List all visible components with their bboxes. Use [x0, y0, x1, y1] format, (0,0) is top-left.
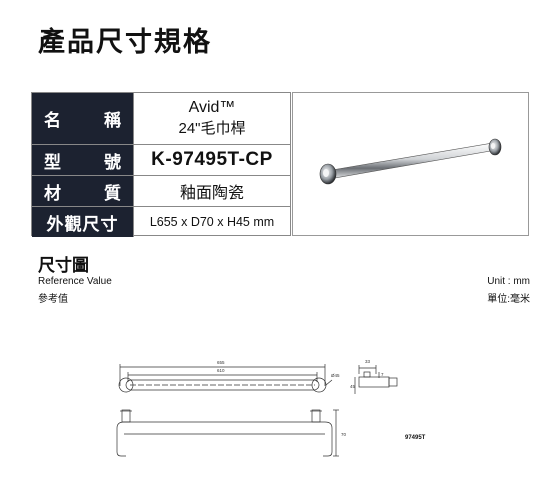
spec-value-name: Avid™ 24"毛巾桿	[134, 93, 290, 144]
spec-label-material: 材 質	[32, 176, 134, 206]
dim-depth-a: 33	[365, 359, 371, 364]
product-series: Avid™	[188, 99, 236, 116]
spec-label-model: 型 號	[32, 145, 134, 175]
spec-value-model: K-97495T-CP	[134, 145, 290, 175]
dimension-section-title: 尺寸圖	[38, 256, 89, 275]
spec-row-model: 型 號 K-97495T-CP	[32, 145, 290, 176]
spec-value-material: 釉面陶瓷	[134, 176, 290, 206]
page-title: 產品尺寸規格	[38, 27, 212, 57]
dim-height: 45	[350, 384, 356, 389]
technical-drawing: 655 610 Ø45 33 7 45 70	[116, 359, 398, 457]
reference-label-zh: 參考值	[38, 294, 68, 305]
spec-row-material: 材 質 釉面陶瓷	[32, 176, 290, 207]
product-name: 24"毛巾桿	[178, 120, 246, 137]
reference-label-en: Reference Value	[38, 276, 112, 287]
outer-dimensions: L655 x D70 x H45 mm	[149, 215, 275, 229]
spec-label-char: 號	[104, 152, 121, 172]
spec-row-name: 名 稱 Avid™ 24"毛巾桿	[32, 93, 290, 145]
spec-table: 名 稱 Avid™ 24"毛巾桿 型 號 K-97495T-CP 材 質 釉面陶…	[31, 92, 291, 237]
drawing-code: 97495T	[405, 435, 426, 441]
dim-overall-length: 655	[217, 360, 225, 365]
unit-label-zh: 單位:毫米	[487, 294, 530, 305]
dim-depth-b: 7	[381, 372, 384, 377]
spec-label-char: 質	[104, 183, 121, 203]
dim-side-height: 70	[341, 432, 347, 437]
spec-label-char: 名	[44, 111, 61, 130]
dim-center-length: 610	[217, 368, 225, 373]
spec-label-char: 材	[44, 183, 61, 203]
spec-value-size: L655 x D70 x H45 mm	[134, 207, 290, 237]
towel-bar-product-photo-icon	[319, 138, 502, 185]
spec-label-name: 名 稱	[32, 93, 134, 144]
spec-label-char: 稱	[104, 111, 121, 130]
product-photo	[292, 92, 529, 236]
dim-diameter: Ø45	[331, 373, 340, 378]
spec-label-char: 型	[44, 152, 61, 172]
model-number: K-97495T-CP	[151, 149, 273, 170]
spec-row-size: 外觀尺寸 L655 x D70 x H45 mm	[32, 207, 290, 237]
material: 釉面陶瓷	[179, 185, 244, 202]
spec-label-size: 外觀尺寸	[32, 207, 134, 237]
unit-label-en: Unit : mm	[487, 276, 530, 287]
